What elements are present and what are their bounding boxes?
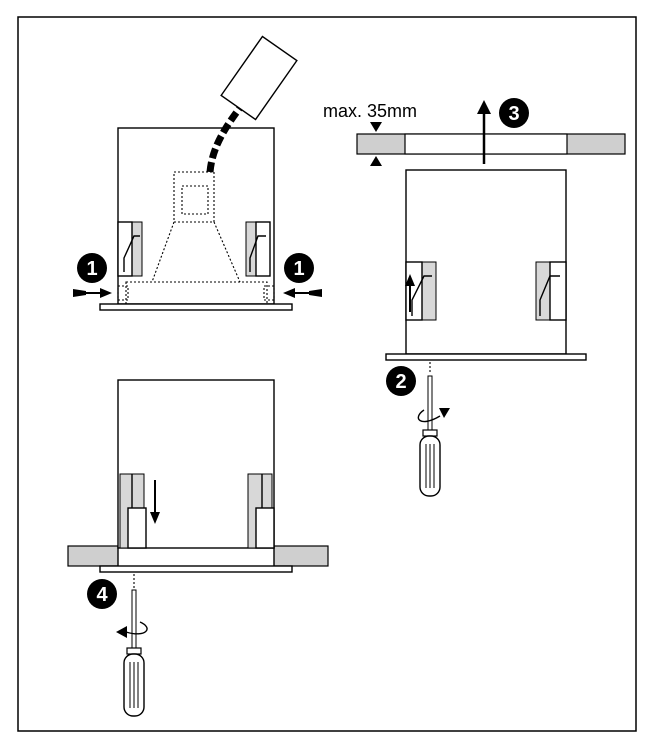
triangle-down-icon <box>370 122 382 132</box>
fixture-housing <box>117 127 275 305</box>
step-1-marker-right: 1 <box>284 253 314 283</box>
trim-plate <box>385 353 587 361</box>
trim-plate <box>99 303 293 311</box>
ceiling-cutout <box>404 133 568 155</box>
figure-fixture-installed: 4 <box>67 379 329 717</box>
arrow-up-icon <box>405 274 415 286</box>
lamp-base-outline <box>125 281 268 307</box>
diagram-border <box>17 16 637 732</box>
svg-text:4: 4 <box>96 584 108 606</box>
max-depth-label: max. 35mm <box>323 101 417 121</box>
svg-text:3: 3 <box>508 103 519 125</box>
rotate-counterclockwise-icon <box>116 621 148 638</box>
spring-clip-right <box>245 221 271 277</box>
arrow-down-icon <box>150 512 160 524</box>
step-3-marker: 3 <box>499 98 529 128</box>
spring-clip-left <box>117 221 143 277</box>
cable-connector <box>220 35 298 121</box>
trim-plate <box>99 565 293 573</box>
rotate-clockwise-icon <box>417 408 450 423</box>
step-1-marker-left: 1 <box>77 253 107 283</box>
screwdriver-icon <box>419 375 441 497</box>
depth-markers <box>370 122 382 166</box>
svg-text:1: 1 <box>86 258 97 280</box>
arrow-left-icon <box>283 288 295 298</box>
figure-fixture-with-cable: 1 1 <box>73 35 322 311</box>
screw-right <box>283 288 322 298</box>
spring-clip-right <box>535 261 567 321</box>
arrow-right-icon <box>100 288 112 298</box>
svg-text:2: 2 <box>395 371 406 393</box>
spring-clip-left <box>405 261 437 321</box>
step-2-marker: 2 <box>386 366 416 396</box>
svg-text:1: 1 <box>293 258 304 280</box>
screw-left <box>73 288 112 298</box>
spring-clip-right <box>247 473 275 549</box>
triangle-up-icon <box>370 156 382 166</box>
spring-clip-left <box>119 473 160 549</box>
screwdriver-icon <box>123 589 145 717</box>
cable <box>206 35 298 173</box>
lamp-module-outline <box>173 171 215 223</box>
arrow-up-icon <box>477 100 491 164</box>
figure-fixture-removal: max. 35mm 3 <box>323 98 626 497</box>
step-4-marker: 4 <box>87 579 117 609</box>
